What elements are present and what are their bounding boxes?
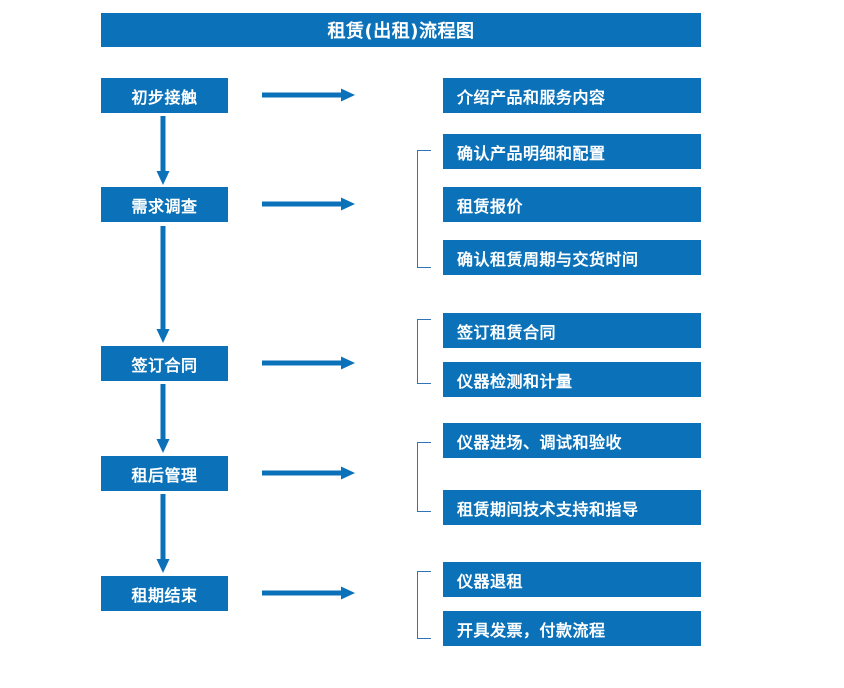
detail-label-3-2: 仪器检测和计量 [457,371,573,391]
page-title: 租赁(出租)流程图 [327,21,475,42]
stage-label-1: 初步接触 [131,87,198,107]
detail-box-3-2[interactable]: 仪器检测和计量 [443,362,701,397]
detail-box-4-2[interactable]: 租赁期间技术支持和指导 [443,490,701,525]
detail-box-5-1[interactable]: 仪器退租 [443,562,701,597]
detail-box-1-1[interactable]: 介绍产品和服务内容 [443,78,701,113]
stage-box-3[interactable]: 签订合同 [101,346,228,381]
detail-box-5-2[interactable]: 开具发票，付款流程 [443,611,701,646]
down-arrow-icon-1 [156,116,170,185]
detail-label-5-2: 开具发票，付款流程 [457,620,606,640]
detail-label-2-2: 租赁报价 [457,196,524,216]
detail-box-3-1[interactable]: 签订租赁合同 [443,313,701,348]
detail-box-2-1[interactable]: 确认产品明细和配置 [443,134,701,169]
group-bracket-3 [417,319,431,384]
stage-box-4[interactable]: 租后管理 [101,456,228,491]
right-arrow-icon-5 [262,586,355,600]
stage-label-5: 租期结束 [131,585,198,605]
down-arrow-icon-2 [156,226,170,343]
detail-label-4-2: 租赁期间技术支持和指导 [457,499,639,519]
detail-label-4-1: 仪器进场、调试和验收 [457,432,623,452]
stage-box-1[interactable]: 初步接触 [101,78,228,113]
stage-label-4: 租后管理 [131,465,198,485]
detail-label-3-1: 签订租赁合同 [457,322,557,342]
right-arrow-icon-1 [262,88,355,102]
diagram-title-bar: 租赁(出租)流程图 [101,13,701,47]
detail-label-5-1: 仪器退租 [457,571,524,591]
detail-box-2-2[interactable]: 租赁报价 [443,187,701,222]
detail-box-2-3[interactable]: 确认租赁周期与交货时间 [443,240,701,275]
right-arrow-icon-4 [262,466,355,480]
detail-box-4-1[interactable]: 仪器进场、调试和验收 [443,423,701,458]
right-arrow-icon-3 [262,356,355,370]
down-arrow-icon-4 [156,494,170,573]
stage-box-5[interactable]: 租期结束 [101,576,228,611]
detail-label-2-3: 确认租赁周期与交货时间 [457,249,639,269]
detail-label-2-1: 确认产品明细和配置 [457,143,606,163]
group-bracket-2 [417,150,431,268]
detail-label-1-1: 介绍产品和服务内容 [457,87,606,107]
stage-label-2: 需求调查 [131,196,198,216]
stage-label-3: 签订合同 [131,355,198,375]
group-bracket-4 [417,442,431,512]
right-arrow-icon-2 [262,197,355,211]
down-arrow-icon-3 [156,384,170,453]
stage-box-2[interactable]: 需求调查 [101,187,228,222]
group-bracket-5 [417,571,431,639]
